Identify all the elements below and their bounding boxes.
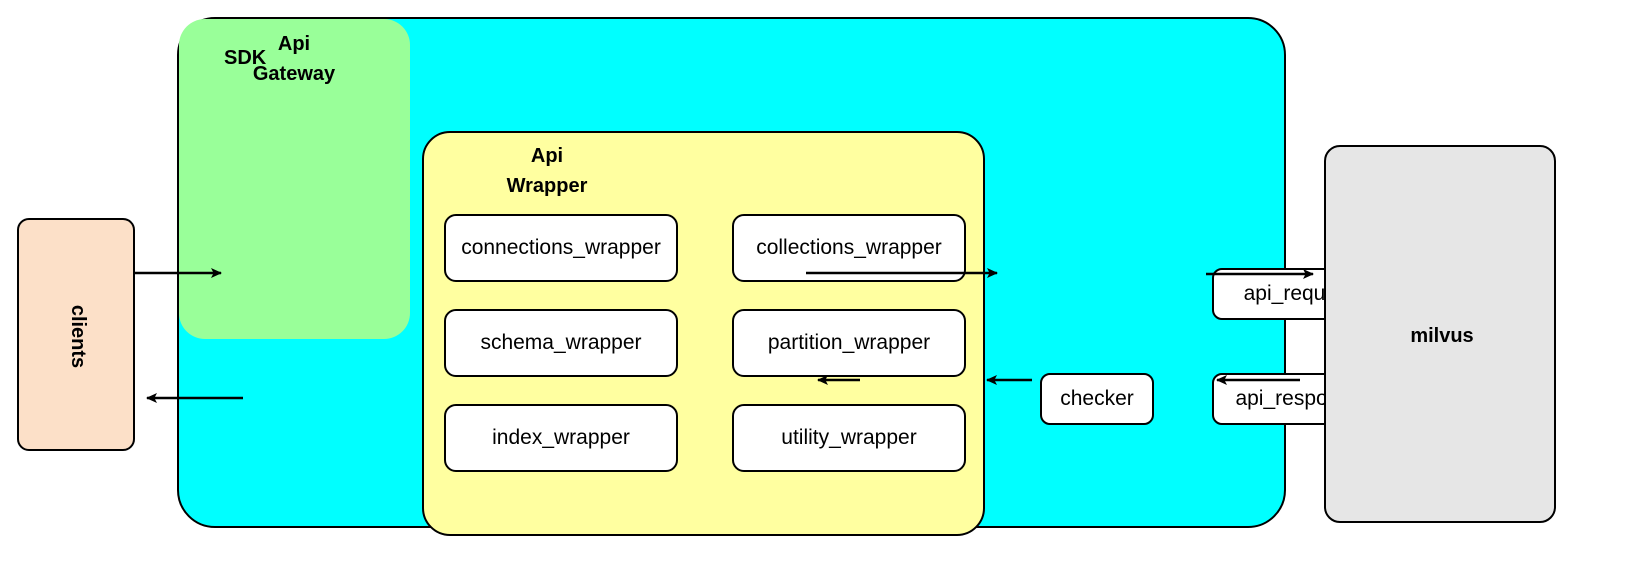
module-index-wrapper[interactable]: index_wrapper (444, 404, 678, 472)
module-collections-wrapper[interactable]: collections_wrapper (732, 214, 966, 282)
milvus-label: milvus (1410, 324, 1474, 347)
module-schema-wrapper[interactable]: schema_wrapper (444, 309, 678, 377)
module-connections-wrapper[interactable]: connections_wrapper (444, 214, 678, 282)
module-partition-wrapper[interactable]: partition_wrapper (732, 309, 966, 377)
milvus-box[interactable]: milvus (1324, 145, 1556, 523)
sdk-label: SDK (224, 47, 267, 69)
module-utility-wrapper[interactable]: utility_wrapper (732, 404, 966, 472)
clients-box[interactable]: clients (17, 218, 135, 451)
checker-box[interactable]: checker (1040, 373, 1154, 425)
